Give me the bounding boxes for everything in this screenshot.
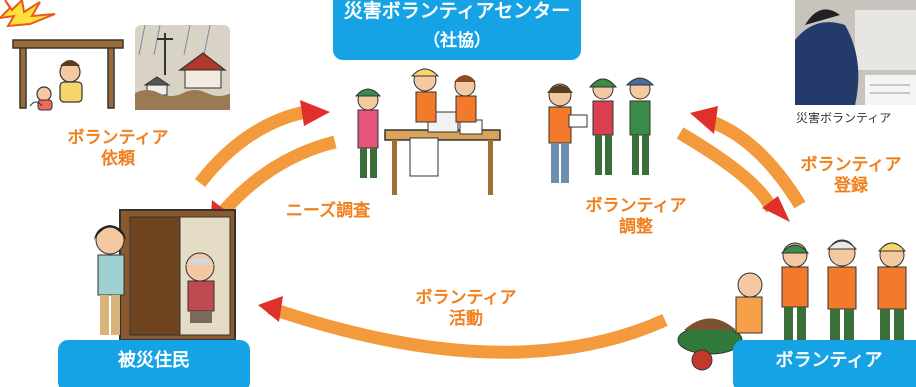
activity-arrowhead bbox=[258, 296, 283, 322]
request-arrowhead bbox=[300, 100, 330, 126]
flood-scene-illustration bbox=[135, 24, 231, 110]
volunteer-coordination-label: ボランティア 調整 bbox=[585, 196, 687, 238]
disaster-volunteer-center-box: 災害ボランティアセンター （社協） bbox=[333, 0, 581, 60]
volunteer-activity-label: ボランティア 活動 bbox=[415, 288, 517, 330]
request-arrow bbox=[194, 105, 307, 187]
residents-illustration bbox=[80, 205, 240, 345]
coordination-arrowhead bbox=[762, 196, 790, 222]
volunteer-group-illustration bbox=[535, 65, 670, 205]
registration-arrowhead bbox=[690, 106, 718, 134]
volunteer-request-label: ボランティア 依頼 bbox=[67, 128, 169, 170]
registration-arrow bbox=[709, 115, 806, 209]
photo-caption: 災害ボランティア bbox=[796, 111, 892, 125]
volunteers-team-illustration bbox=[670, 225, 916, 385]
center-title: 災害ボランティアセンター bbox=[343, 0, 571, 22]
reception-desk-illustration bbox=[340, 60, 510, 200]
coordination-arrow bbox=[676, 127, 779, 213]
center-subtitle: （社協） bbox=[423, 31, 491, 51]
earthquake-burst-icon bbox=[0, 0, 60, 28]
needs-survey-arrow bbox=[217, 135, 337, 218]
volunteers-box: ボランティア bbox=[733, 340, 916, 387]
volunteer-registration-label: ボランティア 登録 bbox=[800, 155, 902, 197]
affected-residents-box: 被災住民 bbox=[58, 340, 250, 387]
needs-survey-label: ニーズ調査 bbox=[285, 201, 371, 221]
activity-arrow bbox=[267, 301, 668, 359]
residents-label: 被災住民 bbox=[118, 350, 190, 371]
volunteers-label: ボランティア bbox=[775, 350, 883, 371]
volunteer-photo bbox=[795, 0, 916, 105]
earthquake-scene-illustration bbox=[8, 20, 133, 115]
